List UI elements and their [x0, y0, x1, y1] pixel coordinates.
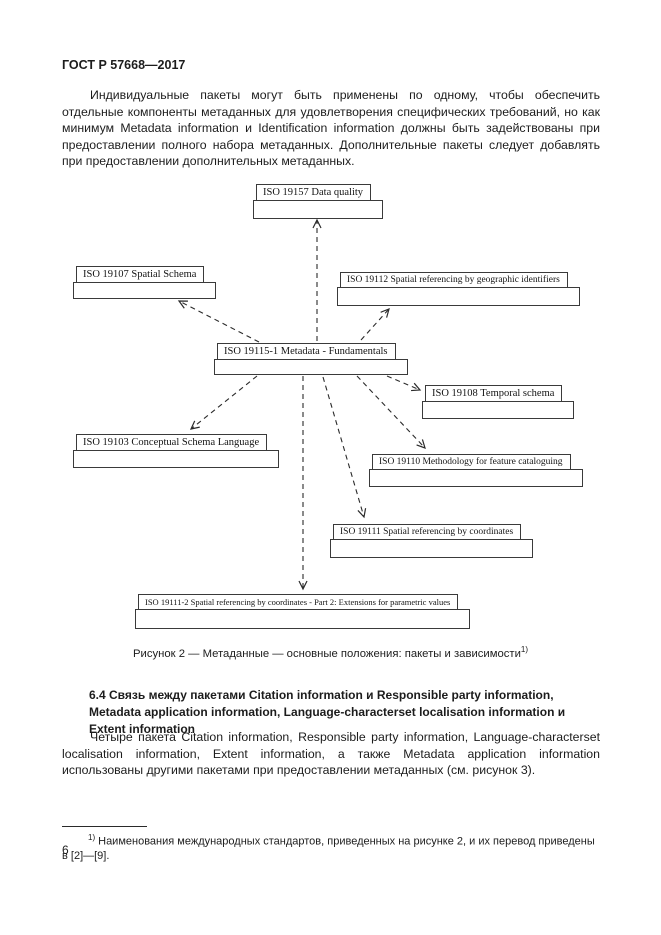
package-body [214, 359, 408, 375]
figure-caption: Рисунок 2 — Метаданные — основные положе… [0, 645, 661, 660]
package-label: ISO 19112 Spatial referencing by geograp… [340, 272, 568, 288]
package-iso-19112: ISO 19112 Spatial referencing by geograp… [337, 269, 580, 306]
package-body [73, 450, 280, 468]
package-label: ISO 19110 Methodology for feature catalo… [372, 454, 571, 470]
package-label: ISO 19103 Conceptual Schema Language [76, 434, 268, 451]
figure-caption-text: Рисунок 2 — Метаданные — основные положе… [132, 647, 521, 660]
package-iso-19107: ISO 19107 Spatial Schema [73, 264, 217, 299]
footnote-rule [62, 826, 147, 827]
page-number: 6 [62, 843, 69, 857]
package-body [422, 401, 575, 419]
package-iso-19157: ISO 19157 Data quality [253, 182, 384, 219]
package-label: ISO 19115-1 Metadata - Fundamentals [217, 343, 396, 360]
package-body [369, 469, 583, 487]
footnote-marker: 1) [88, 833, 96, 842]
package-body [135, 609, 471, 629]
footnote-text: Наименования международных стандартов, п… [62, 835, 595, 862]
document-header: ГОСТ Р 57668—2017 [62, 58, 186, 72]
package-label: ISO 19111-2 Spatial referencing by coord… [138, 594, 459, 610]
section-heading: 6.4 Связь между пакетами Citation inform… [89, 688, 566, 736]
footnote: 1)Наименования международных стандартов,… [62, 831, 602, 863]
package-label: ISO 19111 Spatial referencing by coordin… [333, 524, 522, 540]
package-iso-19111-2: ISO 19111-2 Spatial referencing by coord… [135, 592, 471, 629]
package-iso-19108: ISO 19108 Temporal schema [422, 383, 575, 419]
package-iso-19103: ISO 19103 Conceptual Schema Language [73, 432, 280, 468]
package-label: ISO 19107 Spatial Schema [76, 266, 205, 283]
package-iso-19115-1: ISO 19115-1 Metadata - Fundamentals [214, 341, 408, 375]
intro-paragraph: Индивидуальные пакеты могут быть примене… [62, 88, 600, 169]
package-iso-19110: ISO 19110 Methodology for feature catalo… [369, 451, 583, 487]
package-label: ISO 19157 Data quality [256, 184, 372, 201]
package-body [253, 200, 384, 219]
package-body [330, 539, 534, 558]
package-label: ISO 19108 Temporal schema [425, 385, 563, 402]
package-iso-19111: ISO 19111 Spatial referencing by coordin… [330, 521, 534, 558]
section-paragraph: Четыре пакета Citation information, Resp… [62, 730, 600, 778]
footnote-reference: 1) [520, 645, 529, 654]
package-body [337, 287, 580, 306]
package-body [73, 282, 217, 299]
